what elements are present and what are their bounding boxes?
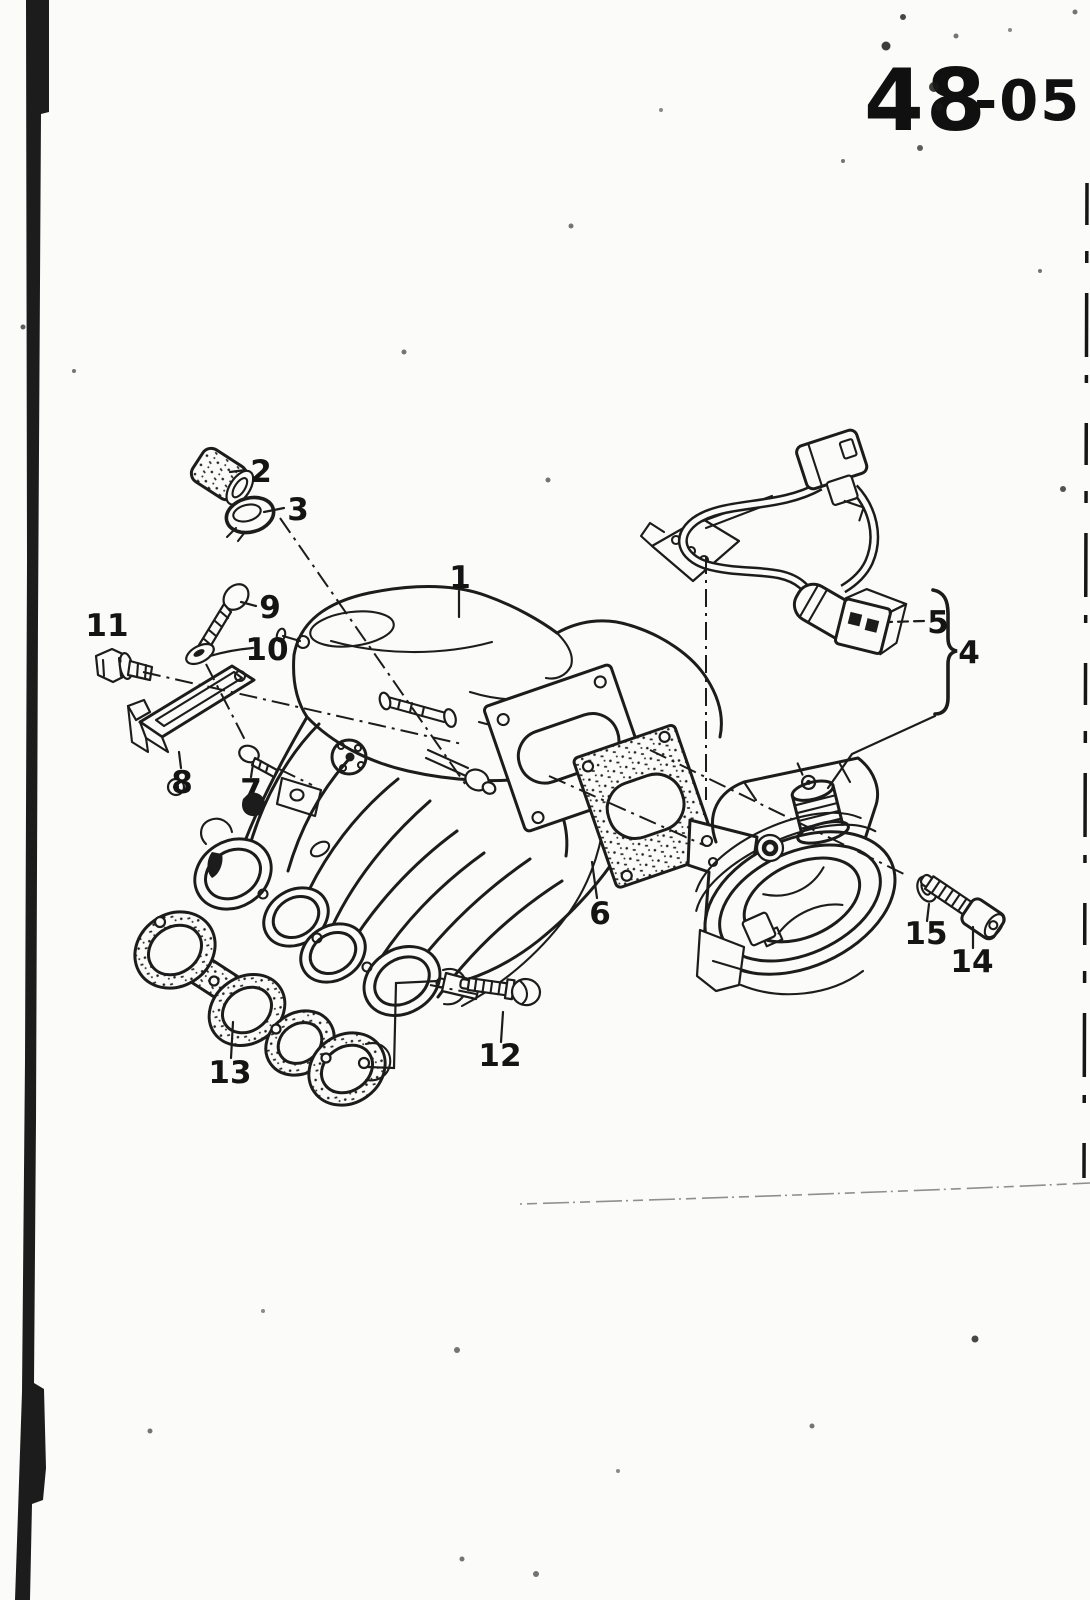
wiring-harness bbox=[639, 428, 908, 656]
callout-9: 9 bbox=[259, 590, 281, 626]
callout-6: 6 bbox=[589, 896, 611, 932]
callout-13: 13 bbox=[208, 1055, 251, 1091]
part-2-cap bbox=[189, 446, 255, 506]
callout-4: 4 bbox=[958, 635, 980, 671]
part-14-bolt bbox=[919, 873, 1006, 941]
part-8-bracket bbox=[126, 664, 256, 797]
part-1-intake-manifold bbox=[193, 585, 723, 1017]
callout-14: 14 bbox=[950, 944, 993, 980]
binding-edge-bar bbox=[15, 0, 49, 1600]
page-code-main: 48 bbox=[864, 51, 988, 151]
callout-15: 15 bbox=[904, 916, 947, 952]
part-13-gasket bbox=[133, 910, 392, 1107]
callout-2: 2 bbox=[250, 454, 272, 490]
brace-part-4 bbox=[931, 588, 958, 716]
idle-valve bbox=[790, 762, 850, 845]
part-11-bolt bbox=[94, 647, 154, 684]
page-code-suffix: -05 bbox=[974, 69, 1081, 134]
callout-8: 8 bbox=[171, 765, 193, 801]
part-10-washer bbox=[185, 642, 215, 666]
leader-lines bbox=[142, 468, 975, 1070]
callout-3: 3 bbox=[287, 492, 309, 528]
speckles bbox=[20, 9, 1078, 1577]
part-5-connector bbox=[833, 587, 908, 656]
callout-1: 1 bbox=[449, 560, 471, 596]
callout-5: 5 bbox=[927, 605, 949, 641]
part-3-clip bbox=[224, 495, 276, 543]
page-edge-line bbox=[1082, 182, 1089, 1179]
part-4-throttle-body bbox=[695, 756, 897, 996]
callout-12: 12 bbox=[478, 1038, 521, 1074]
upper-connector bbox=[795, 428, 869, 522]
callout-10: 10 bbox=[245, 632, 288, 668]
part-7-screw bbox=[238, 744, 279, 779]
part-12-bolt bbox=[459, 976, 542, 1007]
fold-line bbox=[519, 1182, 1090, 1205]
callout-11: 11 bbox=[85, 608, 128, 644]
scan-artifacts bbox=[15, 0, 1090, 1600]
page-code: 48 -05 bbox=[864, 51, 1081, 151]
